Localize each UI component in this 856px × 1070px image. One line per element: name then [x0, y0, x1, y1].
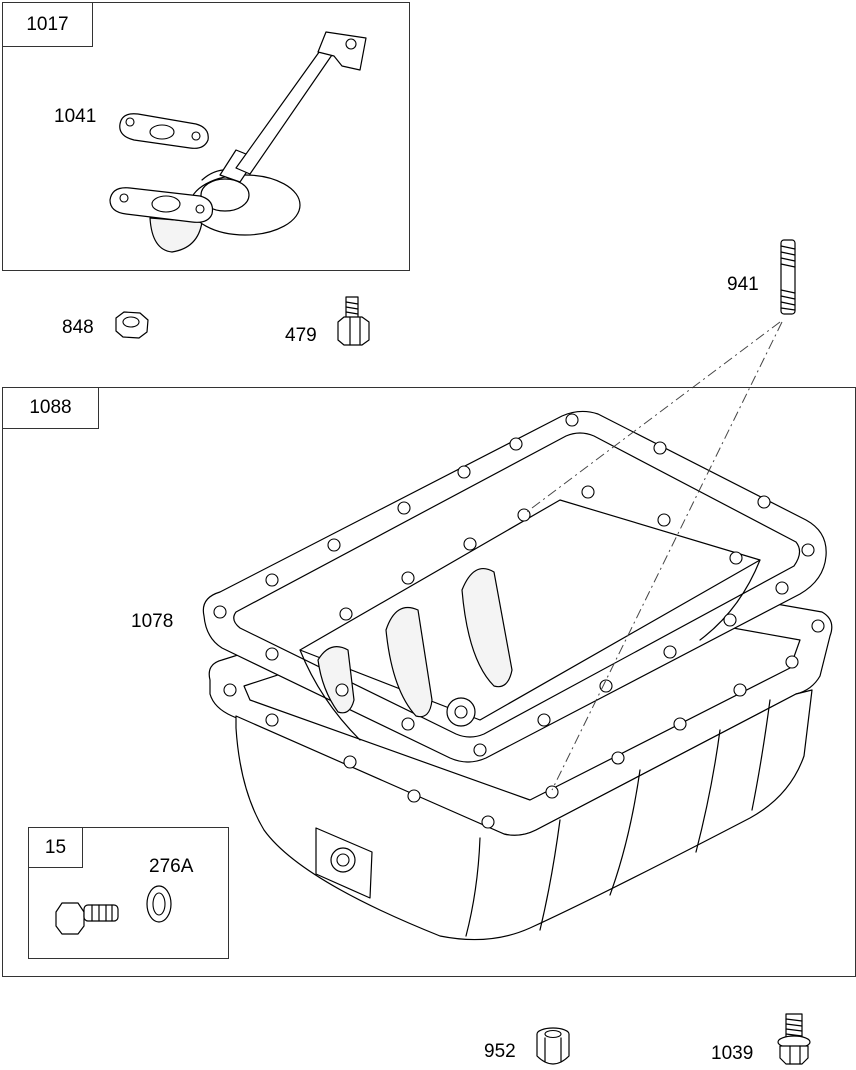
label-941: 941 [727, 274, 759, 295]
label-848: 848 [62, 317, 94, 338]
label-952: 952 [484, 1041, 516, 1062]
washer-276A-drawing [146, 885, 172, 923]
label-276A: 276A [149, 856, 194, 877]
nut-848-drawing [115, 311, 149, 339]
label-479: 479 [285, 325, 317, 346]
dipstick-kit-tag: 1017 [3, 3, 93, 47]
stud-941-drawing [780, 239, 796, 315]
dipstick-kit-box: 1017 [2, 2, 410, 271]
drain-kit-tag: 15 [29, 828, 83, 868]
oil-pan-drawing [202, 410, 833, 941]
label-1041: 1041 [54, 106, 97, 127]
leader-line-941-b [551, 321, 783, 791]
drain-plug-drawing [55, 902, 119, 935]
bolt-1039-drawing [777, 1013, 811, 1065]
dipstick-tube-drawing [109, 31, 367, 253]
label-1039: 1039 [711, 1043, 754, 1064]
nut-952-drawing [536, 1027, 570, 1065]
oil-pan-assembly-tag: 1088 [3, 388, 99, 429]
bolt-479-drawing [337, 296, 370, 346]
drain-kit-box: 15 [28, 827, 229, 959]
label-1078: 1078 [131, 611, 174, 632]
oil-pan-assembly-box: 1088 [2, 387, 856, 977]
leader-line-941-a [523, 321, 781, 515]
